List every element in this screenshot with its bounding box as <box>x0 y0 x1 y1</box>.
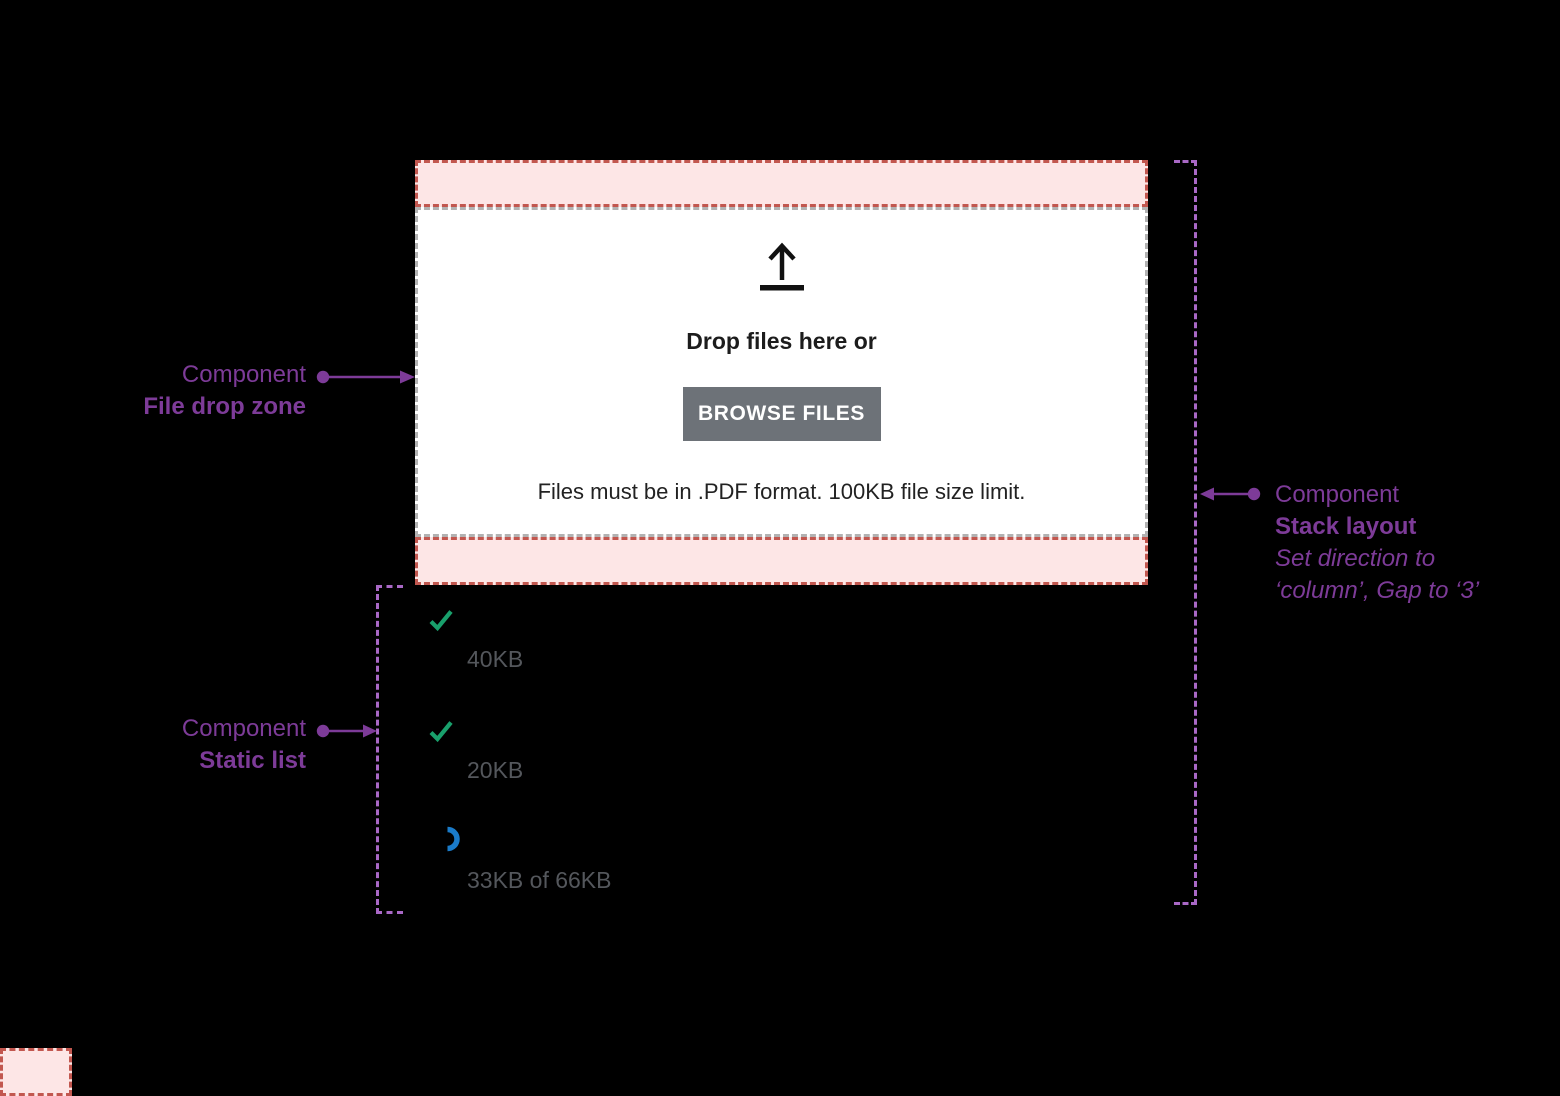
browse-files-button[interactable]: BROWSE FILES <box>682 387 881 441</box>
arrow-connector-right <box>316 370 415 384</box>
spinner-icon <box>447 826 460 852</box>
annotation-file-drop-zone: Component File drop zone <box>46 359 306 423</box>
upload-arrow-icon <box>759 242 804 291</box>
annotation-title: Static list <box>199 747 306 774</box>
check-icon <box>429 721 453 743</box>
file-size-label: 33KB of 66KB <box>467 867 612 893</box>
drop-zone-helper-text: Files must be in .PDF format. 100KB file… <box>537 479 1026 504</box>
drop-zone-padding-bottom <box>415 537 1148 585</box>
annotation-title: File drop zone <box>143 393 306 420</box>
file-size-label: 40KB <box>467 646 524 672</box>
drop-zone-padding-top <box>415 160 1148 207</box>
annotation-note: ‘column’, Gap to ‘3’ <box>1275 577 1480 604</box>
arrow-connector-right <box>316 724 377 738</box>
annotation-kicker: Component <box>1275 481 1400 508</box>
drop-zone-heading: Drop files here or <box>686 328 877 354</box>
padding-swatch <box>0 1048 72 1096</box>
check-icon <box>429 610 453 632</box>
static-list-outline <box>376 585 403 914</box>
file-drop-zone: Drop files here or BROWSE FILES Files mu… <box>415 160 1148 585</box>
annotation-kicker: Component <box>181 361 306 388</box>
file-drop-area[interactable]: Drop files here or BROWSE FILES Files mu… <box>415 207 1148 537</box>
annotation-kicker: Component <box>181 715 306 742</box>
arrow-connector-left <box>1200 487 1261 501</box>
annotation-title: Stack layout <box>1275 513 1417 540</box>
file-size-label: 20KB <box>467 757 524 783</box>
stack-layout-outline <box>1174 160 1197 905</box>
annotation-note: Set direction to <box>1275 545 1436 572</box>
annotation-static-list: Component Static list <box>46 713 306 777</box>
annotation-stack-layout: Component Stack layout Set direction to … <box>1275 479 1555 607</box>
